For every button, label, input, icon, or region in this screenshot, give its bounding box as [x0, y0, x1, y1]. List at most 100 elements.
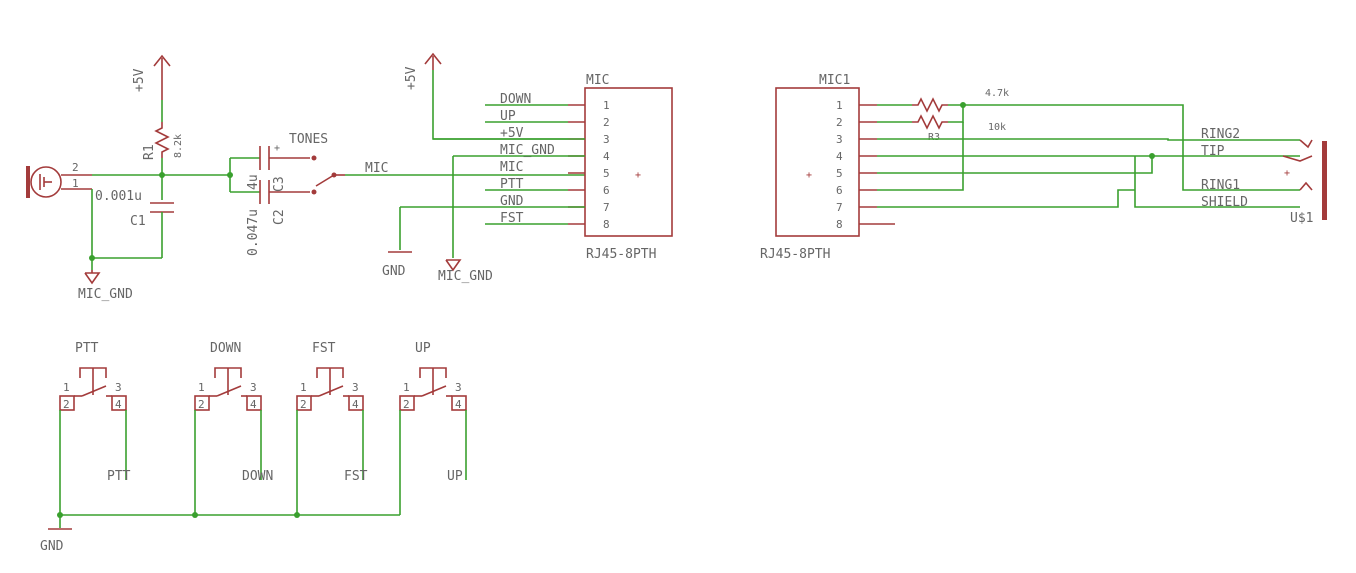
switch-title: FST [312, 341, 336, 356]
rj45-b-part: RJ45-8PTH [760, 247, 830, 262]
c2-name: C2 [272, 209, 287, 225]
rj45-a-net-4: MIC [500, 160, 523, 175]
rj45-a-net-7: FST [500, 211, 524, 226]
mic-gnd-symbol-2: MIC_GND [438, 259, 493, 284]
tones-label: TONES [289, 132, 328, 147]
switch-title: DOWN [210, 341, 241, 356]
rj45-a-net-6: GND [500, 194, 524, 209]
rj45-connector-mic1: MIC1 RJ45-8PTH + 1 2 3 4 5 6 7 8 [760, 73, 895, 262]
rj45-a-pin-4: 4 [603, 150, 610, 163]
vcc-symbol-r1: +5V [132, 54, 171, 100]
r1-value: 8.2k [173, 134, 184, 158]
switch-net-label: FST [344, 469, 368, 484]
rj45-b-pin-6: 6 [836, 184, 843, 197]
svg-text:2: 2 [403, 398, 410, 411]
c1-value: 0.001u [95, 189, 142, 204]
switch-net-label: DOWN [242, 469, 273, 484]
svg-text:2: 2 [300, 398, 307, 411]
jack-name: U$1 [1290, 211, 1313, 226]
rj45-b-pin-5: 5 [836, 167, 843, 180]
svg-text:2: 2 [198, 398, 205, 411]
svg-text:2: 2 [63, 398, 70, 411]
resistor-r2: 4.7k [912, 88, 1009, 113]
r-bottom-value: 10k [988, 122, 1006, 133]
capacitor-c2: C2 0.047u [246, 180, 310, 256]
svg-text:4: 4 [115, 398, 122, 411]
rj45-a-net-0: DOWN [500, 92, 531, 107]
jack-tip: TIP [1201, 144, 1225, 159]
rj45-a-net-5: PTT [500, 177, 524, 192]
vcc-label-rj45: +5V [404, 66, 419, 90]
rj45-a-pin-7: 7 [603, 201, 610, 214]
mic-gnd-symbol-1: MIC_GND [78, 272, 133, 302]
rj45-a-net-1: UP [500, 109, 516, 124]
mic-net-label: MIC [365, 161, 388, 176]
gnd-label-switches: GND [40, 539, 64, 554]
tones-switch: TONES [289, 132, 345, 195]
rj45-b-pin-3: 3 [836, 133, 843, 146]
rj45-a-pin-2: 2 [603, 116, 610, 129]
c1-name: C1 [130, 214, 146, 229]
rj45-b-pin-4: 4 [836, 150, 843, 163]
svg-text:+: + [274, 143, 280, 154]
c3-value: 4u [246, 174, 261, 190]
audio-jack-u1: + RING2 TIP RING1 SHIELD U$1 [1201, 127, 1327, 226]
switch-net-label: PTT [107, 469, 131, 484]
svg-text:1: 1 [198, 381, 205, 394]
rj45-b-pin-1: 1 [836, 99, 843, 112]
jack-ring2: RING2 [1201, 127, 1240, 142]
svg-text:3: 3 [352, 381, 359, 394]
gnd-symbol-rj45: GND [382, 251, 412, 279]
rj45-b-pin-7: 7 [836, 201, 843, 214]
rj45-a-part: RJ45-8PTH [586, 247, 656, 262]
svg-text:1: 1 [300, 381, 307, 394]
svg-text:4: 4 [352, 398, 359, 411]
svg-text:+: + [635, 170, 641, 181]
mic-pin-1: 1 [72, 177, 79, 190]
switch-title: UP [415, 341, 431, 356]
svg-text:4: 4 [455, 398, 462, 411]
r1-name: R1 [142, 144, 157, 160]
rj45-a-pin-1: 1 [603, 99, 610, 112]
r-top-value: 4.7k [985, 88, 1009, 99]
svg-text:1: 1 [63, 381, 70, 394]
rj45-a-net-2: +5V [500, 126, 524, 141]
svg-text:4: 4 [250, 398, 257, 411]
vcc-symbol-rj45: +5V [404, 52, 442, 90]
mic-pin-2: 2 [72, 161, 79, 174]
svg-text:1: 1 [403, 381, 410, 394]
rj45-a-name: MIC [586, 73, 609, 88]
mic-gnd-label-1: MIC_GND [78, 287, 133, 302]
jack-shield: SHIELD [1201, 195, 1248, 210]
rj45-b-pin-8: 8 [836, 218, 843, 231]
rj45-a-pin-3: 3 [603, 133, 610, 146]
gnd-label-rj45: GND [382, 264, 406, 279]
mic-gnd-label-2: MIC_GND [438, 269, 493, 284]
r3-name: R3 [928, 132, 940, 143]
switch-net-label: UP [447, 469, 463, 484]
svg-text:+: + [1284, 168, 1290, 179]
rj45-b-name: MIC1 [819, 73, 850, 88]
rj45-b-pin-2: 2 [836, 116, 843, 129]
c3-name: C3 [272, 176, 287, 192]
resistor-r1: R1 8.2k [142, 122, 184, 160]
rj45-a-pin-5: 5 [603, 167, 610, 180]
capacitor-c3: + C3 4u [246, 143, 310, 192]
svg-text:+: + [806, 170, 812, 181]
microphone-symbol: 2 1 [26, 161, 92, 198]
svg-text:3: 3 [250, 381, 257, 394]
resistor-r3: 10k R3 [912, 114, 1006, 143]
rj45-a-pin-8: 8 [603, 218, 610, 231]
rj45-a-net-3: MIC_GND [500, 143, 555, 158]
gnd-symbol-switches: GND [40, 528, 72, 554]
vcc-label-r1: +5V [132, 68, 147, 92]
svg-text:3: 3 [455, 381, 462, 394]
jack-ring1: RING1 [1201, 178, 1240, 193]
c2-value: 0.047u [246, 209, 261, 256]
